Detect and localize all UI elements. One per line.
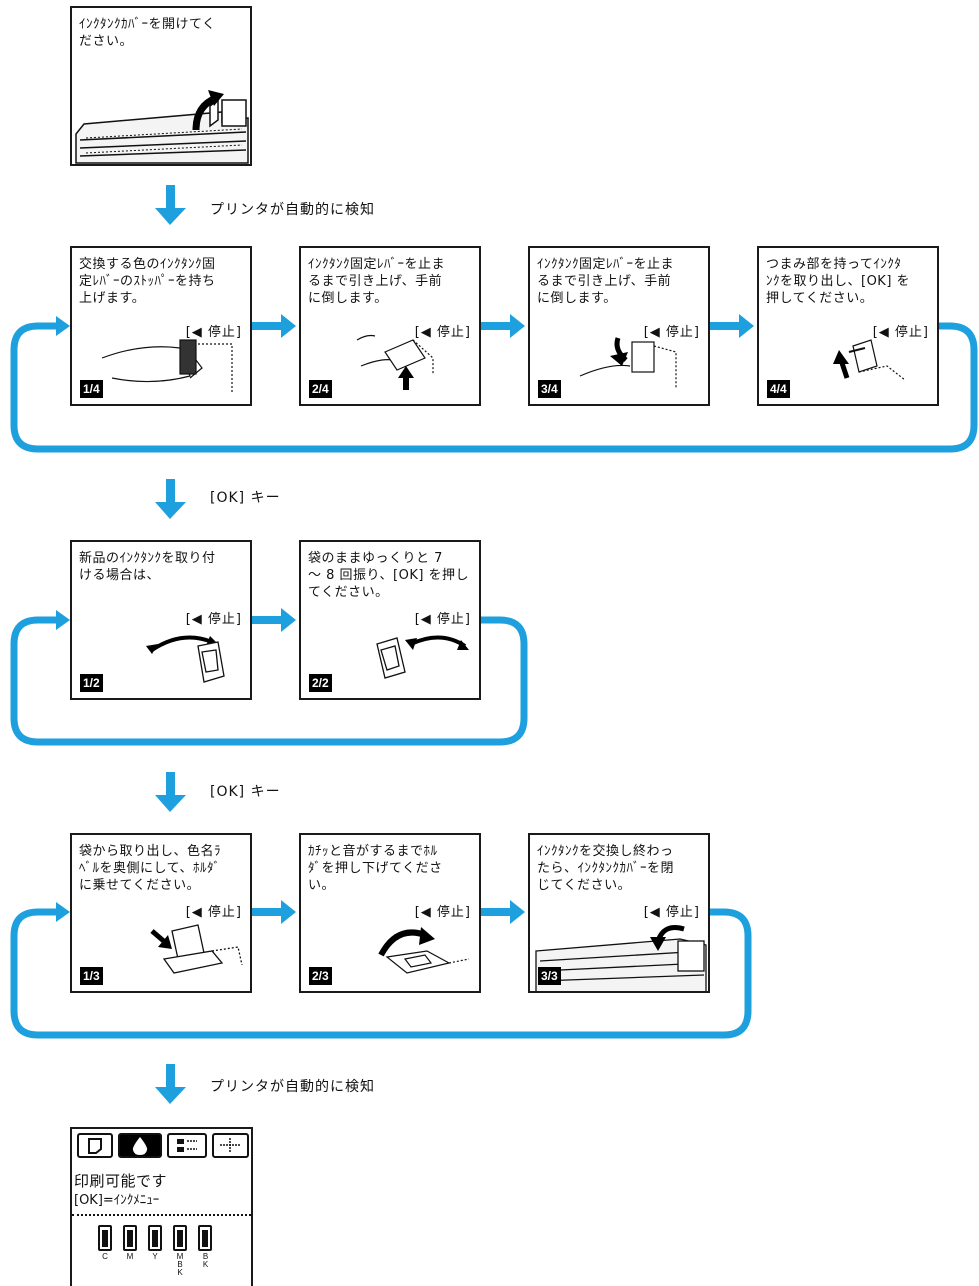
step-text: 袋のままゆっくりと 7 ～ 8 回振り、[OK] を押し てください。 — [308, 551, 470, 600]
tab-settings — [167, 1133, 207, 1158]
lever-down-illustration — [579, 337, 677, 388]
divider — [72, 1214, 251, 1216]
down-arrow-3 — [155, 772, 186, 812]
connector-row1-1 — [251, 314, 296, 338]
ink-label: M — [126, 1252, 134, 1261]
connector-row1-2 — [480, 314, 525, 338]
step-panel-r3-1: 袋から取り出し、色名ﾗ ﾍﾞﾙを奥側にして、ﾎﾙﾀﾞ に乗せてください。 [◀ … — [70, 833, 252, 993]
step-text: 新品のｲﾝｸﾀﾝｸを取り付 ける場合は、 — [79, 551, 216, 583]
loop-row1 — [10, 322, 978, 453]
down-arrow-1 — [155, 185, 186, 225]
step-badge: 2/4 — [309, 380, 332, 398]
stop-label: [◀ 停止] — [185, 905, 242, 920]
step-badge: 3/4 — [538, 380, 561, 398]
shake-illustration — [146, 635, 225, 683]
press-holder-illustration — [378, 927, 470, 974]
up-arrow-icon — [403, 376, 409, 390]
step-panel-r1-2: ｲﾝｸﾀﾝｸ固定ﾚﾊﾞｰを止ま るまで引き上げ、手前 に倒します。 [◀ 停止]… — [299, 246, 481, 406]
loop-arrowhead-row1 — [56, 316, 70, 336]
stop-label: [◀ 停止] — [185, 325, 242, 340]
settings-list-icon — [177, 1139, 197, 1152]
step-text: つまみ部を持ってｲﾝｸﾀ ﾝｸを取り出し、[OK] を 押してください。 — [766, 257, 911, 306]
loop-row2 — [10, 616, 528, 746]
ink-cartridge-c: C — [98, 1225, 112, 1261]
final-line1: 印刷可能です — [74, 1172, 168, 1190]
ink-label: BK — [202, 1252, 209, 1269]
stop-label: [◀ 停止] — [643, 325, 700, 340]
ink-label: Y — [152, 1252, 158, 1261]
step-text: 袋から取り出し、色名ﾗ ﾍﾞﾙを奥側にして、ﾎﾙﾀﾞ に乗せてください。 — [79, 844, 222, 893]
connector-row2-1 — [251, 608, 296, 632]
ink-label: MBK — [176, 1252, 184, 1277]
printer-close-illustration — [535, 925, 707, 991]
paper-icon — [88, 1138, 102, 1154]
step-badge: 3/3 — [538, 967, 561, 985]
arrow-label-4: プリンタが自動的に検知 — [210, 1079, 375, 1095]
ink-label: C — [102, 1252, 108, 1261]
stop-label: [◀ 停止] — [414, 905, 471, 920]
ink-cartridge-mbk: MBK — [173, 1225, 187, 1277]
ink-cartridge-bk: BK — [198, 1225, 212, 1269]
step-panel-r3-3: ｲﾝｸﾀﾝｸを交換し終わっ たら、ｲﾝｸﾀﾝｸｶﾊﾞｰを閉 じてください。 [◀… — [528, 833, 710, 993]
lever-raise-illustration — [356, 334, 434, 390]
tab-job — [212, 1133, 249, 1158]
shake-arrow-icon — [150, 635, 213, 652]
ink-cartridge-m: M — [123, 1225, 137, 1261]
connector-row3-1 — [251, 900, 296, 924]
connector-row3-2 — [480, 900, 525, 924]
step-badge: 1/4 — [80, 380, 103, 398]
tab-paper — [77, 1133, 113, 1158]
step-badge: 2/2 — [309, 674, 332, 692]
stop-label: [◀ 停止] — [414, 612, 471, 627]
step-badge: 1/3 — [80, 967, 103, 985]
step-text: 交換する色のｲﾝｸﾀﾝｸ固 定ﾚﾊﾞｰのｽﾄｯﾊﾟｰを持ち 上げます。 — [79, 257, 216, 306]
stop-label: [◀ 停止] — [643, 905, 700, 920]
arrow-label-2: [OK] キー — [210, 490, 281, 506]
step-text: ｲﾝｸﾀﾝｸ固定ﾚﾊﾞｰを止ま るまで引き上げ、手前 に倒します。 — [537, 257, 675, 306]
stop-label: [◀ 停止] — [872, 325, 929, 340]
printer-open-illustration — [75, 90, 249, 164]
shake-arrow-icon — [410, 635, 467, 648]
arrow-label-3: [OK] キー — [210, 784, 281, 800]
final-status-screen: 印刷可能です [OK]=ｲﾝｸﾒﾆｭｰ C M Y MBK BK — [70, 1127, 253, 1286]
step-text: ｲﾝｸﾀﾝｸ固定ﾚﾊﾞｰを止ま るまで引き上げ、手前 に倒します。 — [308, 257, 446, 306]
tab-ink — [118, 1133, 162, 1158]
screen-open-cover: ｲﾝｸﾀﾝｸｶﾊﾞｰを開けてく ださい。 — [70, 6, 252, 166]
arrow-label-1: プリンタが自動的に検知 — [210, 202, 375, 218]
loop-arrowhead-row3 — [56, 902, 70, 922]
final-line2: [OK]=ｲﾝｸﾒﾆｭｰ — [74, 1193, 160, 1208]
press-arrow-icon — [378, 929, 427, 957]
step-badge: 4/4 — [767, 380, 790, 398]
loop-arrowhead-row2 — [56, 610, 70, 630]
stop-label: [◀ 停止] — [414, 325, 471, 340]
step-text: ｲﾝｸﾀﾝｸを交換し終わっ たら、ｲﾝｸﾀﾝｸｶﾊﾞｰを閉 じてください。 — [537, 844, 675, 893]
down-arrow-2 — [155, 479, 186, 519]
shake-illustration — [376, 635, 469, 679]
stop-label: [◀ 停止] — [185, 612, 242, 627]
step-panel-r2-2: 袋のままゆっくりと 7 ～ 8 回振り、[OK] を押し てください。 [◀ 停… — [299, 540, 481, 700]
job-icon — [220, 1138, 240, 1153]
insert-tank-illustration — [150, 924, 243, 974]
step-badge: 1/2 — [80, 674, 103, 692]
connector-row1-3 — [709, 314, 754, 338]
ink-drop-icon — [132, 1137, 148, 1155]
hand-lever-illustration — [101, 339, 233, 392]
ink-levels: C M Y MBK BK — [98, 1225, 248, 1277]
step-panel-r3-2: ｶﾁｯと音がするまでﾎﾙ ﾀﾞを押し下げてくださ い。 [◀ 停止] 2/3 — [299, 833, 481, 993]
tank-remove-illustration — [833, 339, 906, 381]
ink-cartridge-y: Y — [148, 1225, 162, 1261]
step-badge: 2/3 — [309, 967, 332, 985]
step-panel-r1-3: ｲﾝｸﾀﾝｸ固定ﾚﾊﾞｰを止ま るまで引き上げ、手前 に倒します。 [◀ 停止]… — [528, 246, 710, 406]
step-panel-r1-1: 交換する色のｲﾝｸﾀﾝｸ固 定ﾚﾊﾞｰのｽﾄｯﾊﾟｰを持ち 上げます。 [◀ 停… — [70, 246, 252, 406]
step-panel-r1-4: つまみ部を持ってｲﾝｸﾀ ﾝｸを取り出し、[OK] を 押してください。 [◀ … — [757, 246, 939, 406]
loop-row3 — [10, 908, 752, 1039]
step-text: ｶﾁｯと音がするまでﾎﾙ ﾀﾞを押し下げてくださ い。 — [308, 844, 443, 893]
down-arrow-4 — [155, 1064, 186, 1104]
step-panel-r2-1: 新品のｲﾝｸﾀﾝｸを取り付 ける場合は、 [◀ 停止] 1/2 — [70, 540, 252, 700]
screen-text: ｲﾝｸﾀﾝｸｶﾊﾞｰを開けてく ださい。 — [79, 17, 216, 49]
